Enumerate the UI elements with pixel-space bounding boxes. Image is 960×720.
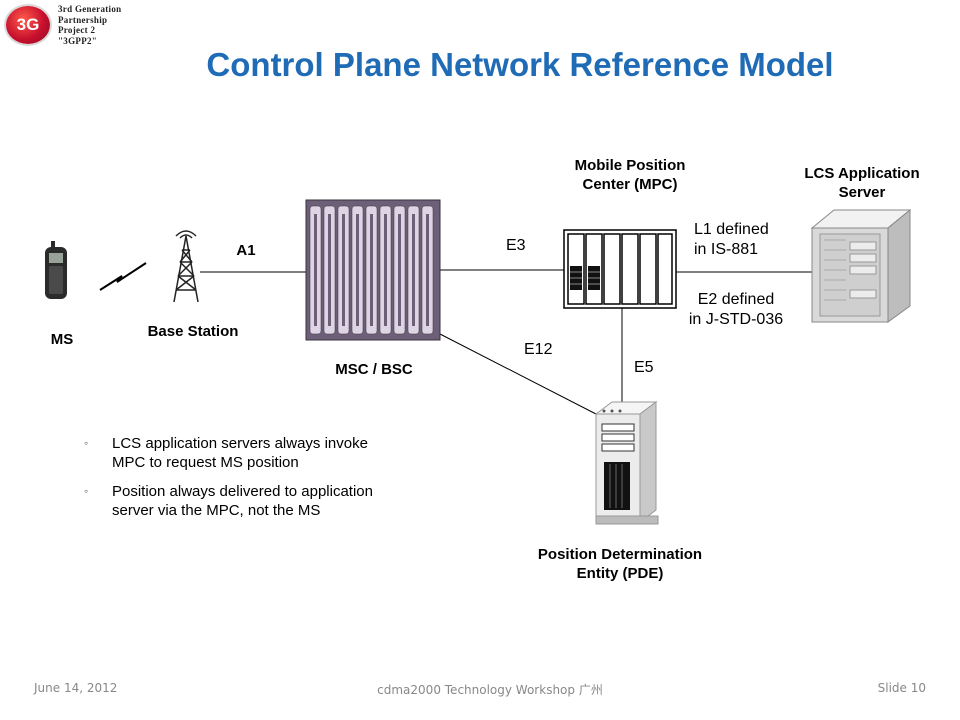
l1-interface-label: L1 defined in IS-881 [694,221,769,258]
logo-line: 3rd Generation [58,4,122,14]
footer-date: June 14, 2012 [34,681,118,695]
e5-interface-label: E5 [634,359,654,376]
base-station-label: Base Station [147,323,239,340]
footer-slide-number: Slide 10 [877,681,926,695]
mpc-server-icon [563,229,677,309]
mobile-phone-icon [45,241,67,299]
ms-label: MS [50,331,74,348]
bullet-list: ◦ LCS application servers always invoke … [84,434,374,530]
logo-line: Partnership [58,14,108,25]
e2-interface-label: E2 defined in J-STD-036 [688,291,784,328]
a1-interface-label: A1 [236,242,256,259]
radio-signal-icon [99,262,147,291]
bullet-marker: ◦ [84,436,89,450]
lcs-server-tower-icon [810,208,912,323]
mpc-label: Mobile Position Center (MPC) [574,157,686,193]
page-title: Control Plane Network Reference Model [206,46,834,83]
logo-badge: 3G [6,6,50,44]
logo-line: "3GPP2" [58,35,98,46]
bullet-marker: ◦ [84,484,89,498]
msc-bsc-label: MSC / BSC [335,361,413,378]
e3-interface-label: E3 [506,237,526,254]
pde-server-tower-icon [594,401,659,525]
pde-label: Position Determination Entity (PDE) [537,546,703,582]
e12-link [439,333,597,415]
bullet-item: ◦ LCS application servers always invoke … [84,434,374,472]
lcs-server-label: LCS Application Server [804,165,920,201]
e12-interface-label: E12 [524,341,553,358]
base-station-tower-icon [173,230,199,303]
bullet-item: ◦ Position always delivered to applicati… [84,482,374,520]
msc-bsc-rack-icon [305,199,441,341]
footer-title: cdma2000 Technology Workshop 广州 [377,683,603,697]
logo-text: 3rd Generation Partnership Project 2 "3G… [58,4,158,46]
bullet-text: LCS application servers always invoke MP… [112,435,368,471]
3gpp2-logo: 3G 3rd Generation Partnership Project 2 … [6,4,156,50]
bullet-text: Position always delivered to application… [112,483,373,519]
logo-line: Project 2 [58,25,96,35]
